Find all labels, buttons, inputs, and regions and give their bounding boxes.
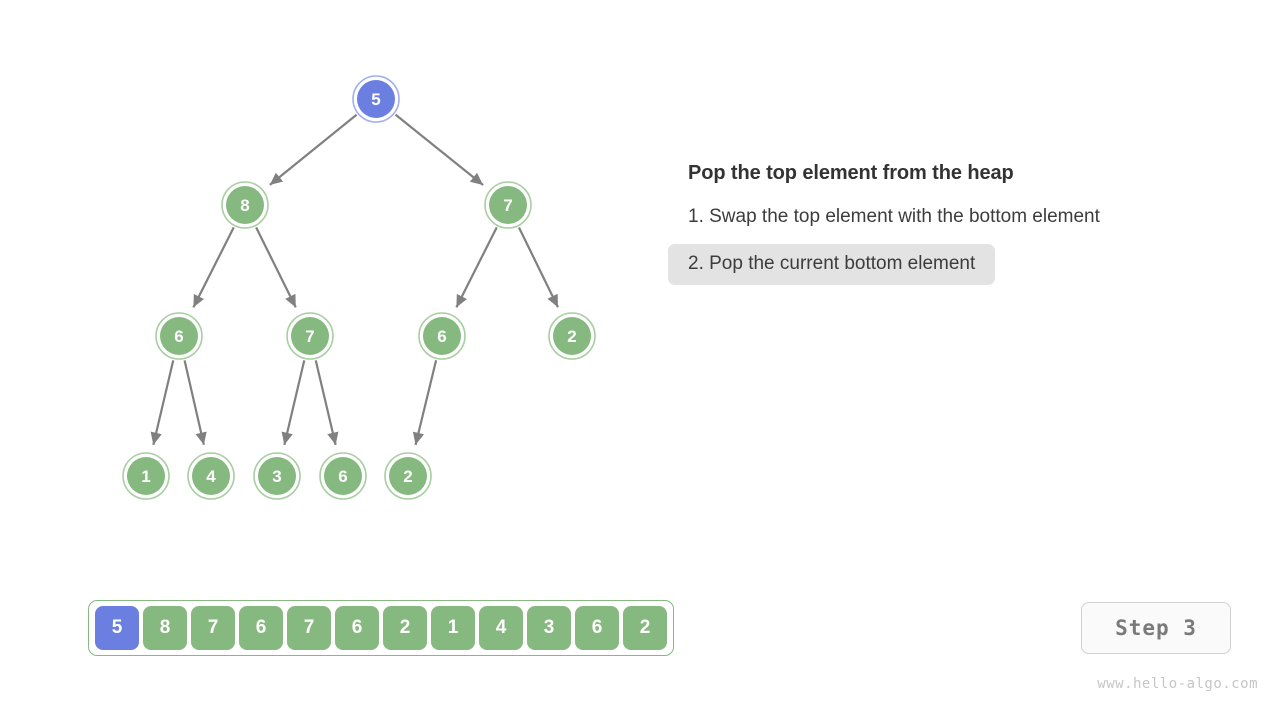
- tree-node-outer-ring: [384, 452, 432, 500]
- tree-node-10: 6: [319, 452, 367, 500]
- step-item-2: 2. Pop the current bottom element: [668, 243, 996, 285]
- tree-node-label: 7: [305, 327, 314, 346]
- tree-edge-n4-n10: [314, 360, 339, 446]
- tree-node-label: 8: [240, 196, 249, 215]
- array-cell-7: 1: [431, 606, 475, 650]
- tree-node-disc: [423, 317, 461, 355]
- tree-node-0: 5: [352, 75, 400, 123]
- tree-node-outer-ring: [253, 452, 301, 500]
- array-cell-2: 7: [191, 606, 235, 650]
- tree-node-label: 3: [272, 467, 281, 486]
- description-panel: Pop the top element from the heap 1. Swa…: [668, 162, 1248, 285]
- tree-node-label: 7: [503, 196, 512, 215]
- tree-node-3: 6: [155, 312, 203, 360]
- array-cell-10: 6: [575, 606, 619, 650]
- tree-node-7: 1: [122, 452, 170, 500]
- tree-edge-group: [150, 113, 559, 446]
- tree-edge-n5-n11: [412, 360, 438, 446]
- tree-edge-n2-n5: [455, 226, 498, 308]
- array-cell-1: 8: [143, 606, 187, 650]
- tree-edge-n1-n3: [192, 226, 235, 308]
- tree-node-label: 4: [206, 467, 216, 486]
- tree-node-disc: [160, 317, 198, 355]
- tree-node-5: 6: [418, 312, 466, 360]
- tree-node-label: 5: [371, 90, 380, 109]
- binary-heap-tree: 5 8 7 6 7 6 2 1 4 3 6 2: [122, 75, 596, 500]
- array-cell-11: 2: [623, 606, 667, 650]
- tree-node-outer-ring: [418, 312, 466, 360]
- tree-edge-n0-n2: [394, 113, 484, 186]
- step-badge: Step 3: [1081, 602, 1231, 654]
- tree-node-label: 2: [567, 327, 576, 346]
- tree-node-outer-ring: [286, 312, 334, 360]
- array-cell-6: 2: [383, 606, 427, 650]
- tree-node-2: 7: [484, 181, 532, 229]
- tree-edge-n2-n6: [517, 226, 559, 308]
- tree-node-6: 2: [548, 312, 596, 360]
- tree-node-label: 1: [141, 467, 150, 486]
- tree-node-disc: [127, 457, 165, 495]
- tree-edge-n4-n9: [281, 360, 306, 446]
- tree-node-9: 3: [253, 452, 301, 500]
- tree-edge-n3-n7: [150, 360, 175, 446]
- step-item-1: 1. Swap the top element with the bottom …: [688, 206, 1100, 227]
- tree-edge-n1-n4: [255, 226, 297, 308]
- array-cell-5: 6: [335, 606, 379, 650]
- tree-node-label: 6: [174, 327, 183, 346]
- tree-node-4: 7: [286, 312, 334, 360]
- array-cell-0: 5: [95, 606, 139, 650]
- array-cell-8: 4: [479, 606, 523, 650]
- tree-node-outer-ring: [122, 452, 170, 500]
- tree-node-outer-ring: [319, 452, 367, 500]
- tree-node-disc: [291, 317, 329, 355]
- tree-node-label: 6: [338, 467, 347, 486]
- tree-node-disc: [226, 186, 264, 224]
- tree-node-disc: [357, 80, 395, 118]
- tree-edge-n3-n8: [183, 360, 207, 446]
- tree-node-11: 2: [384, 452, 432, 500]
- array-cell-4: 7: [287, 606, 331, 650]
- watermark-url: www.hello-algo.com: [1097, 676, 1258, 692]
- tree-node-outer-ring: [155, 312, 203, 360]
- tree-node-label: 2: [403, 467, 412, 486]
- tree-node-disc: [553, 317, 591, 355]
- tree-node-disc: [489, 186, 527, 224]
- tree-node-outer-ring: [221, 181, 269, 229]
- tree-node-outer-ring: [187, 452, 235, 500]
- tree-node-1: 8: [221, 181, 269, 229]
- tree-node-group: 5 8 7 6 7 6 2 1 4 3 6 2: [122, 75, 596, 500]
- step-list: 1. Swap the top element with the bottom …: [668, 191, 1248, 285]
- tree-node-disc: [389, 457, 427, 495]
- array-cell-9: 3: [527, 606, 571, 650]
- tree-node-disc: [192, 457, 230, 495]
- tree-node-disc: [324, 457, 362, 495]
- tree-edge-n0-n1: [269, 113, 358, 186]
- tree-node-outer-ring: [484, 181, 532, 229]
- tree-node-disc: [258, 457, 296, 495]
- tree-node-outer-ring: [548, 312, 596, 360]
- page-title: Pop the top element from the heap: [688, 162, 1014, 184]
- tree-node-label: 6: [437, 327, 446, 346]
- tree-node-8: 4: [187, 452, 235, 500]
- array-cell-3: 6: [239, 606, 283, 650]
- tree-node-outer-ring: [352, 75, 400, 123]
